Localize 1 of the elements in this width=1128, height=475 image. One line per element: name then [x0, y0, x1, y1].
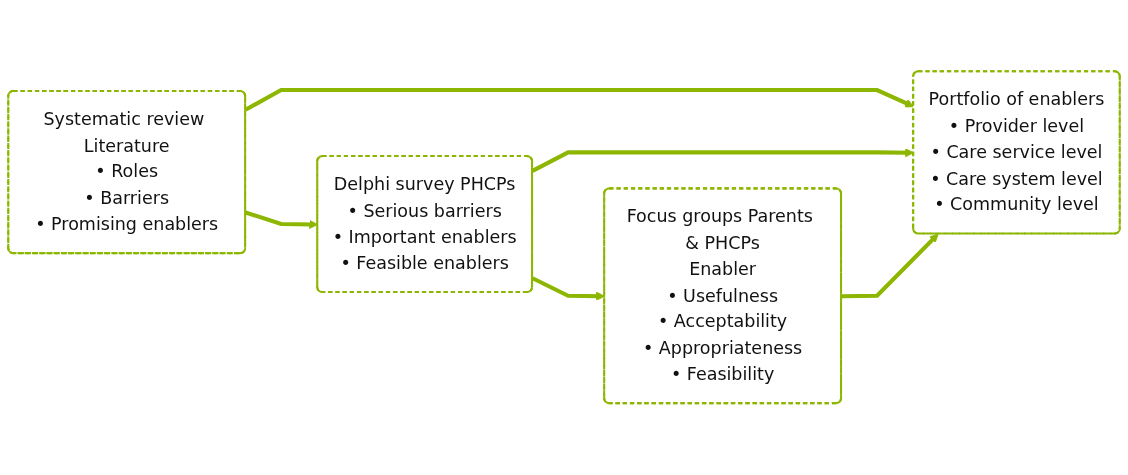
arrow — [841, 233, 939, 299]
